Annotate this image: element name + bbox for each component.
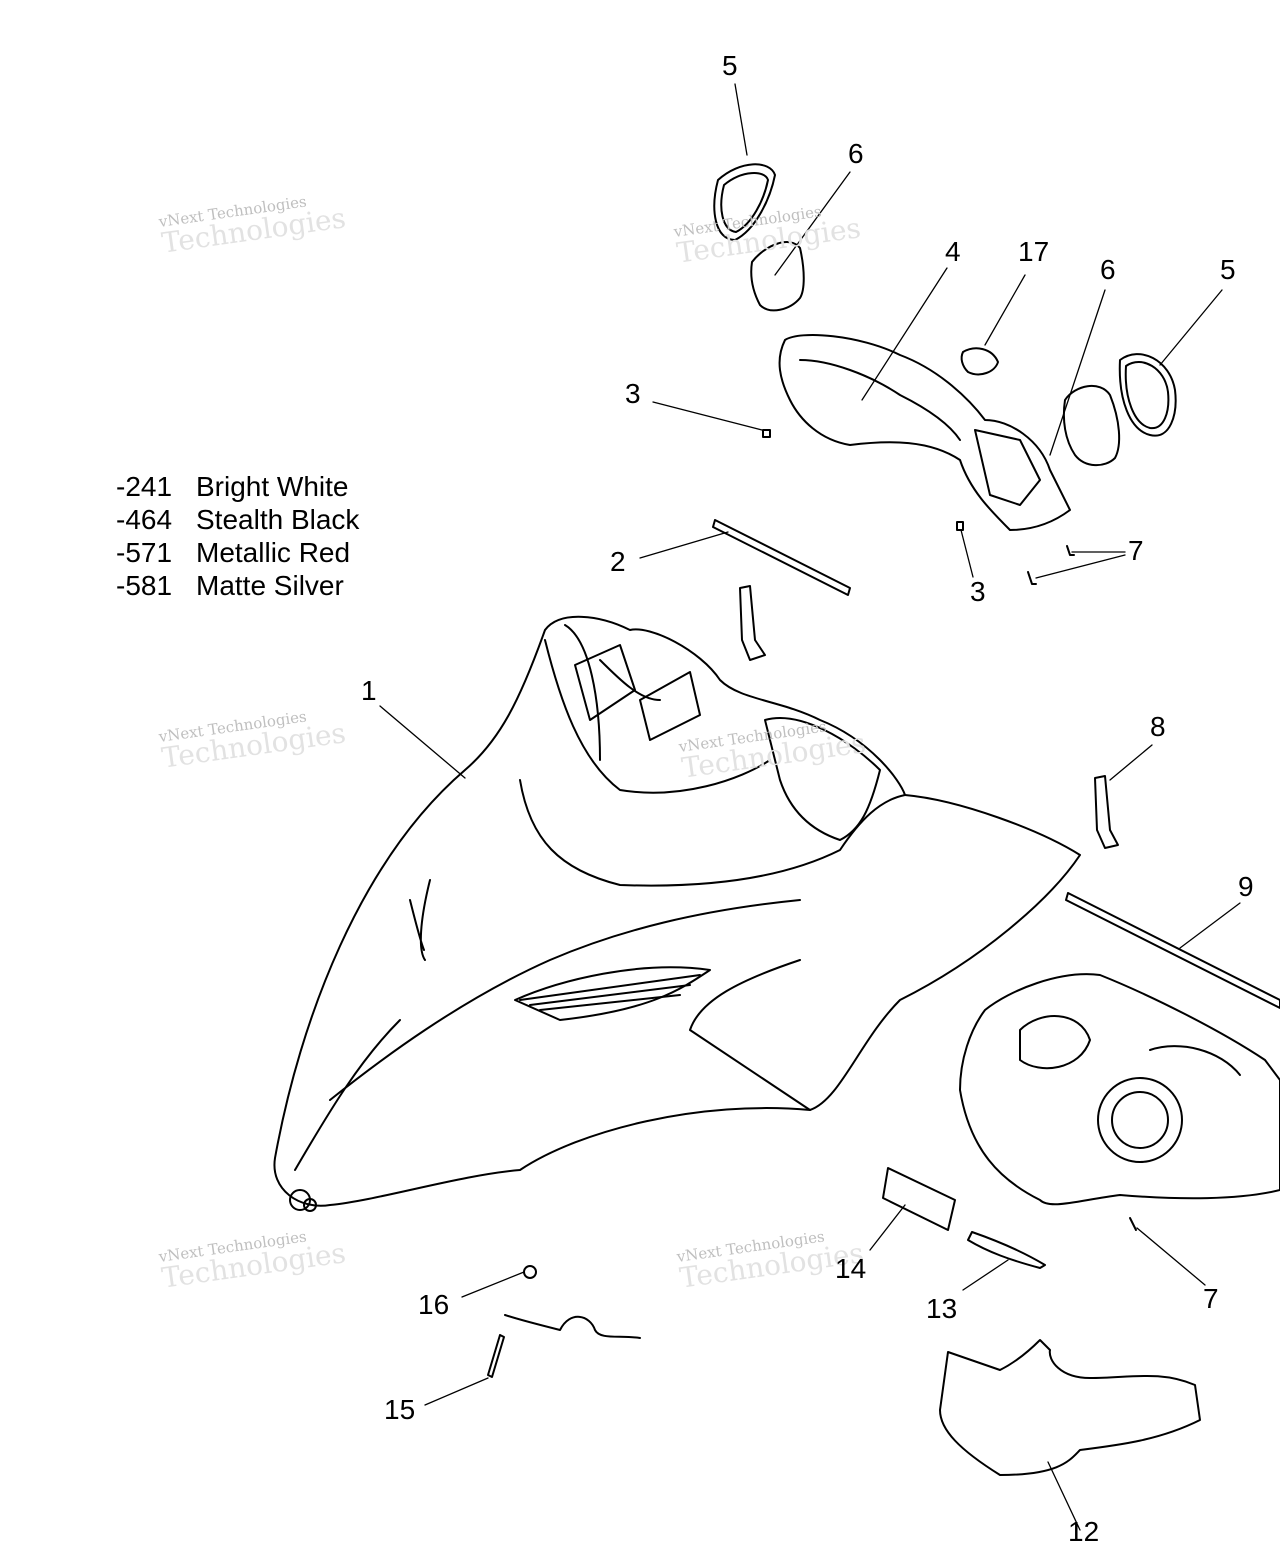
strip-part-9 [1065,892,1280,1009]
lower-assembly-part [959,973,1280,1206]
legend-code: -464 [116,504,173,535]
fastener-7b [1027,571,1037,585]
fastener-7a [1066,545,1075,556]
callout-5: 5 [722,50,738,81]
bezel-ring-left-inner [720,172,769,233]
callout-6: 6 [1100,254,1116,285]
callout-3: 3 [970,576,986,607]
nut-part-16 [523,1265,537,1279]
fastener-3b [956,521,964,531]
plate-part-12 [939,1339,1201,1476]
legend-code: -581 [116,570,173,601]
console-part [778,334,1071,531]
legend-code: -241 [116,471,173,502]
legend-code: -571 [116,537,173,568]
decal-part-14 [882,1167,956,1231]
callout-8: 8 [1150,711,1166,742]
legend-color-name: Bright White [196,471,349,502]
callout-14: 14 [835,1253,867,1284]
callout-9: 9 [1238,871,1254,902]
legend-row: -571 Metallic Red [116,536,359,569]
wire-part-16 [504,1314,641,1339]
callout-15: 15 [384,1394,416,1425]
callout-13: 13 [926,1293,958,1324]
bezel-ring-left [713,163,776,241]
indicator-part [960,347,999,376]
decal-part-13 [967,1231,1046,1269]
gauge-lens-left [750,241,805,312]
clip-part-top [739,585,766,661]
clip-part-8 [1094,775,1119,849]
legend-row: -241 Bright White [116,470,359,503]
leader-lines [379,83,1241,1531]
fastener-3a [762,429,771,438]
screw-part-15 [487,1334,505,1378]
callout-16: 16 [418,1289,450,1320]
callout-17: 17 [1018,236,1050,267]
legend-color-name: Metallic Red [196,537,351,568]
bezel-ring-right-inner [1124,361,1170,430]
callout-1: 1 [361,675,377,706]
callout-7: 7 [1203,1283,1219,1314]
legend-color-name: Matte Silver [196,570,344,601]
callout-7: 7 [1128,535,1144,566]
strip-part-2 [712,519,851,596]
legend-color-name: Stealth Black [196,504,360,535]
callout-12: 12 [1068,1516,1100,1547]
legend-row: -464 Stealth Black [116,503,359,536]
callout-2: 2 [610,546,626,577]
fastener-7c [1129,1217,1137,1231]
callout-6: 6 [848,138,864,169]
gauge-lens-right [1062,385,1121,467]
callout-5: 5 [1220,254,1236,285]
callout-3: 3 [625,378,641,409]
callout-4: 4 [945,236,961,267]
hood-part [273,615,1081,1212]
bezel-ring-right [1118,353,1177,437]
legend-row: -581 Matte Silver [116,569,359,602]
